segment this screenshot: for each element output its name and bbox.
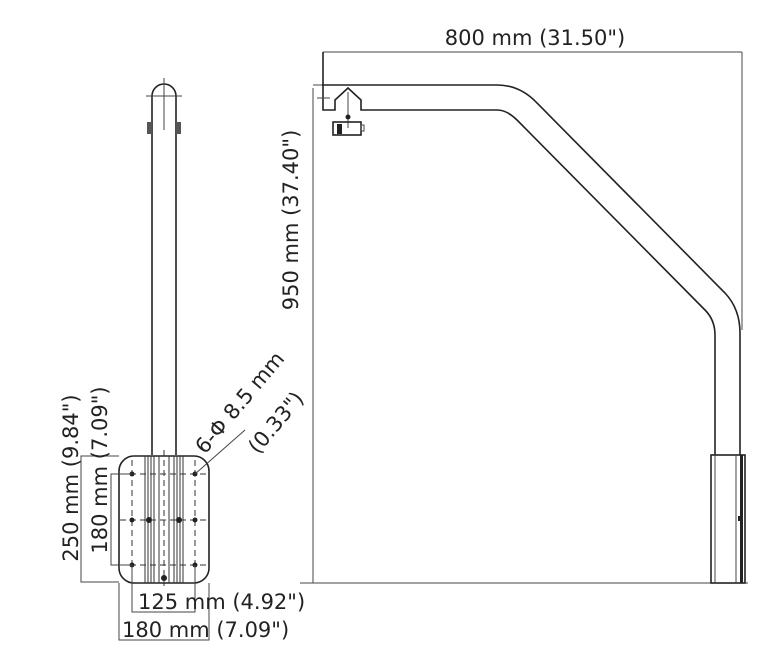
base-height-label: 250 mm (9.84") bbox=[59, 394, 83, 561]
base-width-label: 180 mm (7.09") bbox=[122, 618, 289, 642]
height-total-label: 950 mm (37.40") bbox=[279, 130, 303, 311]
overall-dimension-lines bbox=[323, 51, 743, 330]
front-view-arm bbox=[300, 52, 748, 584]
side-view-pole bbox=[146, 78, 182, 455]
base-plate bbox=[118, 450, 210, 590]
hole-vertical-label: 180 mm (7.09") bbox=[88, 386, 112, 553]
width-total-label: 800 mm (31.50") bbox=[445, 26, 626, 50]
base-dimension-lines bbox=[80, 429, 246, 641]
hole-horizontal-label: 125 mm (4.92") bbox=[138, 590, 305, 614]
